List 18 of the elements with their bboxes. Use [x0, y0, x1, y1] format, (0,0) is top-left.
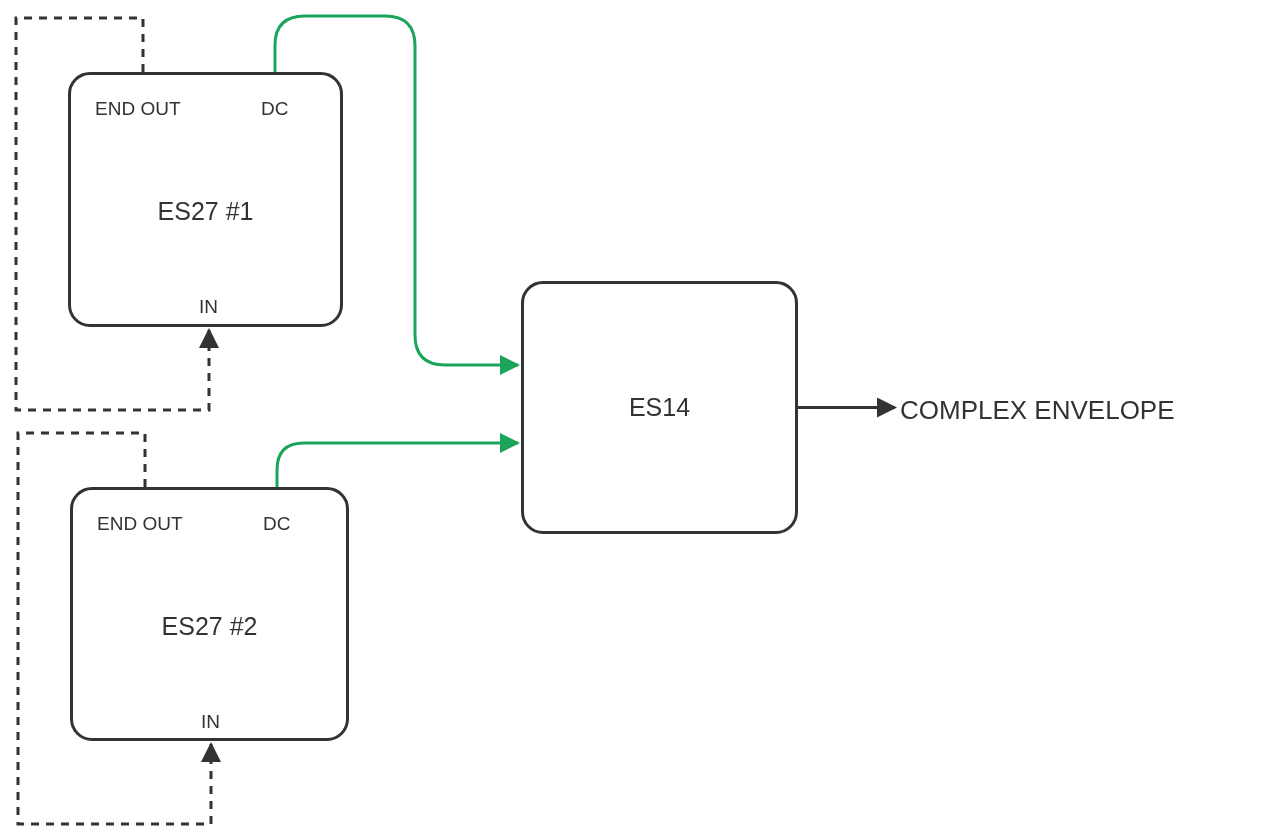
module-box	[68, 72, 343, 327]
port-label: END OUT	[97, 512, 183, 536]
module-name: ES27 #2	[160, 611, 259, 642]
arrow	[798, 397, 897, 418]
arrow	[275, 433, 520, 487]
port-label: DC	[261, 97, 289, 121]
module-box	[70, 487, 349, 741]
module-name: ES14	[628, 391, 691, 423]
module-box	[521, 281, 798, 534]
port-label: IN	[199, 295, 218, 319]
dashed-connector	[14, 16, 219, 412]
port-label: END OUT	[95, 97, 181, 121]
arrow	[273, 14, 520, 375]
dashed-connector	[16, 431, 221, 826]
port-label: IN	[201, 710, 220, 734]
port-label: DC	[263, 512, 291, 536]
module-name: ES27 #1	[156, 196, 255, 227]
output-text: COMPLEX ENVELOPE	[900, 393, 1175, 427]
